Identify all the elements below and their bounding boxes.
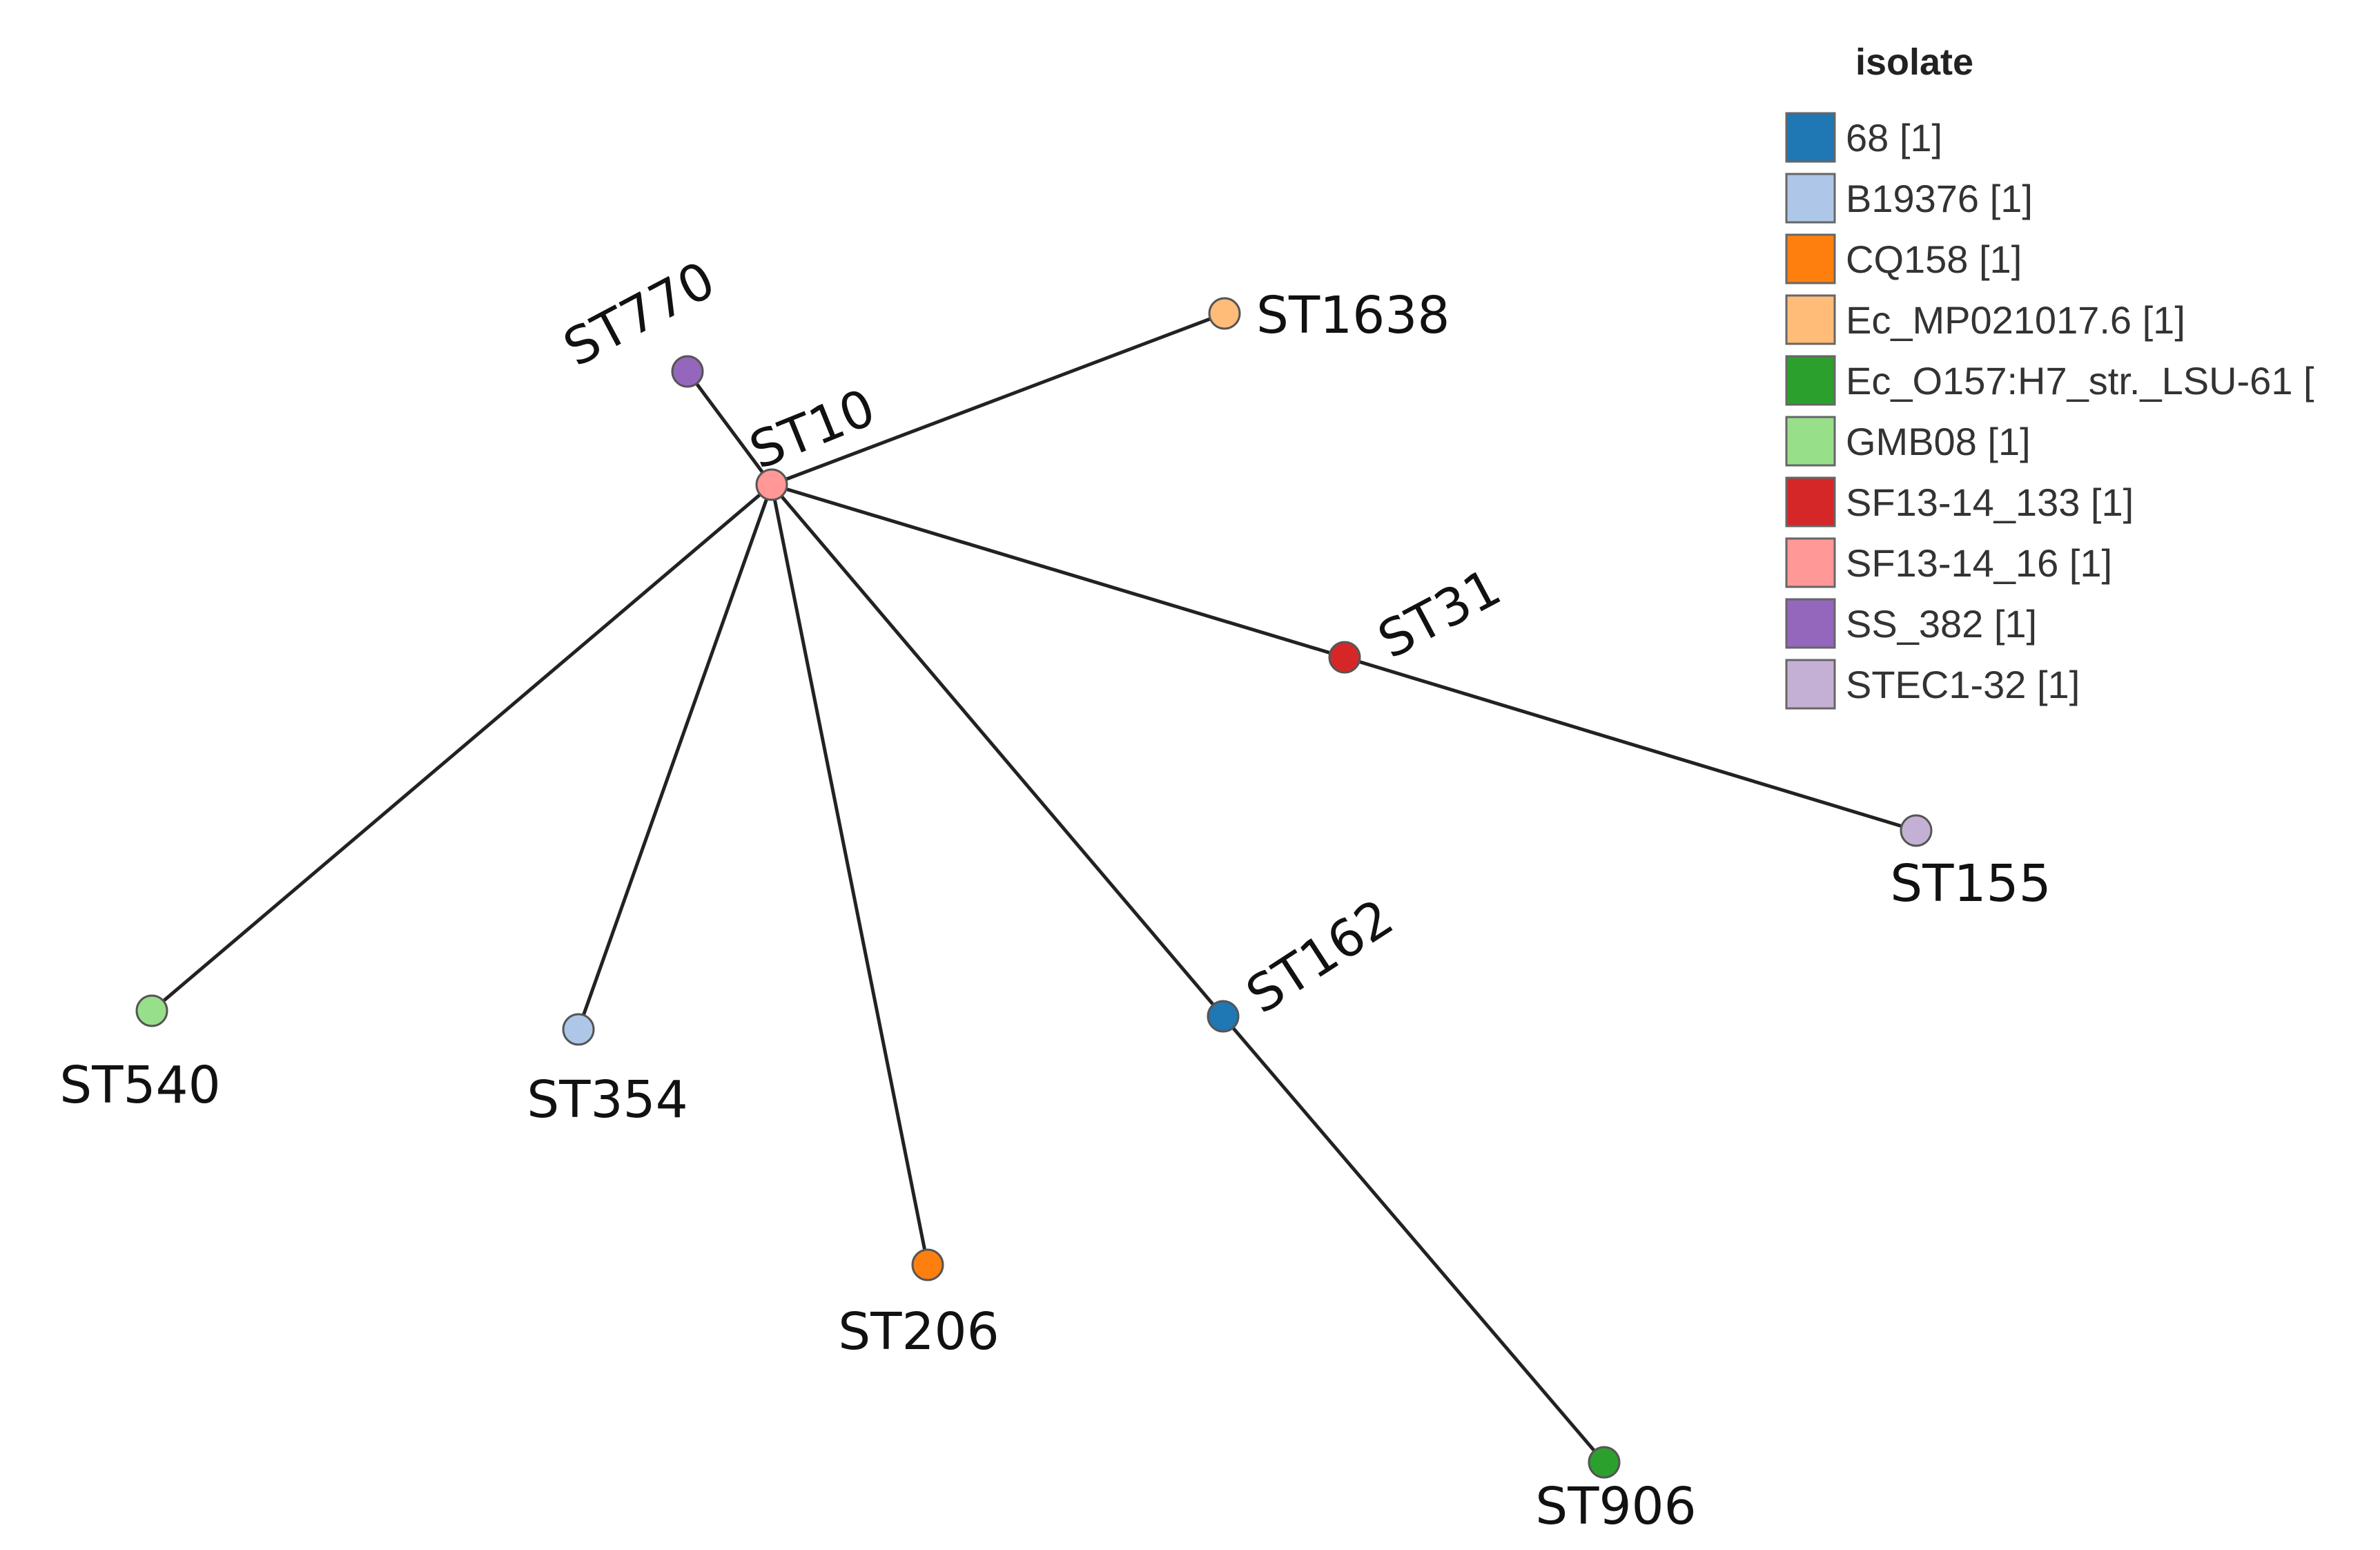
edge-st10-st31 [771,483,1345,659]
legend-swatch [1785,294,1836,345]
legend-item[interactable]: Ec_MP021017.6 [1] [1785,294,2185,345]
legend-swatch [1785,416,1836,467]
legend-label: 68 [1] [1846,116,1942,159]
legend-swatch [1785,659,1836,710]
node-label-st906: ST906 [1535,1477,1696,1536]
node-st540[interactable] [135,994,168,1027]
legend-item[interactable]: CQ158 [1] [1785,233,2022,284]
legend-item[interactable]: SF13-14_16 [1] [1785,537,2112,588]
legend-label: STEC1-32 [1] [1846,663,2080,706]
legend-swatch [1785,112,1836,163]
legend-item[interactable]: STEC1-32 [1] [1785,659,2080,710]
legend: isolate 68 [1] B19376 [1] CQ158 [1] Ec_MP02… [1785,41,2314,710]
node-st1638[interactable] [1208,297,1241,330]
node-st770[interactable] [671,355,704,388]
legend-swatch [1785,476,1836,527]
legend-swatch [1785,537,1836,588]
edge-st10-st770 [685,370,774,486]
edges-layer [150,311,1917,1464]
legend-swatch [1785,233,1836,284]
legend-label: B19376 [1] [1846,177,2033,220]
legend-label: Ec_MP021017.6 [1] [1846,298,2185,342]
node-label-st1638: ST1638 [1256,286,1450,345]
node-st906[interactable] [1588,1446,1621,1479]
node-st155[interactable] [1900,814,1933,847]
node-label-st354: ST354 [527,1070,687,1130]
node-label-st31: ST31 [1369,557,1510,670]
legend-label: CQ158 [1] [1846,238,2022,281]
legend-label: SF13-14_133 [1] [1846,481,2134,524]
legend-item[interactable]: 68 [1] [1785,112,1942,163]
edge-st31-st155 [1344,655,1917,833]
node-st162[interactable] [1207,1000,1240,1033]
edge-st162-st906 [1222,1015,1606,1464]
edge-st10-st206 [770,484,930,1266]
node-label-st162: ST162 [1236,888,1404,1025]
legend-label: SF13-14_16 [1] [1846,541,2112,585]
edge-st10-st540 [150,483,773,1012]
nodes-layer [135,297,1933,1479]
legend-item[interactable]: SF13-14_133 [1] [1785,476,2134,527]
edge-st10-st162 [770,483,1225,1018]
node-st10[interactable] [755,468,788,501]
edge-st10-st1638 [771,311,1225,487]
node-label-st540: ST540 [59,1056,220,1115]
node-label-st10: ST10 [742,378,884,481]
node-st31[interactable] [1328,641,1361,674]
node-label-st206: ST206 [838,1302,999,1362]
legend-swatch [1785,598,1836,649]
legend-swatch [1785,173,1836,224]
edge-st10-st354 [576,484,774,1030]
legend-swatch [1785,355,1836,406]
legend-label: Ec_O157:H7_str._LSU-61 [ [1846,359,2314,403]
legend-item[interactable]: Ec_O157:H7_str._LSU-61 [ [1785,355,2314,406]
legend-item[interactable]: B19376 [1] [1785,173,2033,224]
node-label-st770: ST770 [554,250,724,378]
legend-item[interactable]: GMB08 [1] [1785,416,2031,467]
legend-items: 68 [1] B19376 [1] CQ158 [1] Ec_MP021017.6 [… [1785,112,2314,710]
legend-label: SS_382 [1] [1846,602,2037,646]
legend-item[interactable]: SS_382 [1] [1785,598,2037,649]
node-st354[interactable] [562,1013,595,1046]
node-label-st155: ST155 [1890,854,2051,913]
legend-title: isolate [1855,41,1973,83]
node-st206[interactable] [911,1248,944,1281]
legend-label: GMB08 [1] [1846,420,2031,463]
